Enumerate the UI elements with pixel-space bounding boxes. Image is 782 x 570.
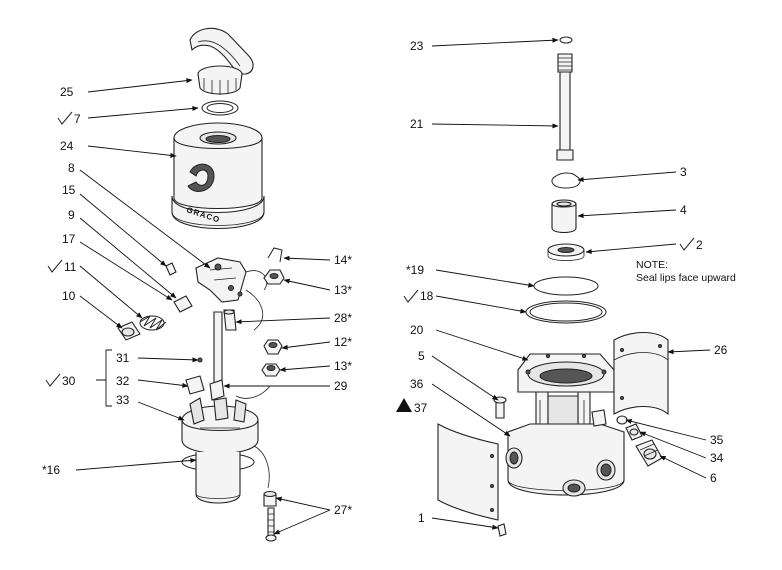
- callout-1: 1: [418, 511, 425, 525]
- callout-17: 17: [62, 232, 76, 246]
- callout-4: 4: [680, 203, 687, 217]
- callout-14: 14*: [334, 253, 352, 267]
- callout-11: 11: [64, 260, 77, 274]
- triangle-warning-icon: [396, 398, 412, 412]
- screw-part-5: [493, 396, 507, 419]
- callout-24: 24: [60, 139, 74, 153]
- callout-8: 8: [68, 161, 75, 175]
- nut-part-13-lower: [261, 363, 281, 377]
- callout-29: 29: [334, 379, 348, 393]
- shield-part-26: [613, 331, 669, 416]
- check-mark-icon: [45, 373, 61, 387]
- check-mark-icon: [47, 259, 63, 273]
- callout-34: 34: [710, 451, 724, 465]
- assembly-guide-lines-left: [235, 289, 271, 489]
- pivot-bracket-assembly: [165, 257, 268, 313]
- snap-ring-part-3: [551, 172, 581, 189]
- callout-10: 10: [62, 289, 76, 303]
- nut-part-12: [263, 339, 283, 355]
- check-mark-icon: [679, 237, 695, 251]
- callout-32: 32: [116, 374, 130, 388]
- callout-labels: 25 7 24 8 15 9 17 11 10 14* 13* 28* 12* …: [42, 39, 728, 525]
- shaft-part-21: [556, 53, 574, 161]
- pump-base-part-33: [181, 397, 259, 454]
- callout-9: 9: [68, 208, 75, 222]
- housing-part-20: [505, 353, 625, 497]
- check-mark-icon: [57, 111, 73, 125]
- bolt-part-27: [263, 490, 277, 542]
- callout-21: 21: [410, 117, 424, 131]
- callout-25: 25: [60, 85, 74, 99]
- callout-35: 35: [710, 433, 724, 447]
- plug-part-10: [117, 321, 141, 341]
- callout-12: 12*: [334, 335, 352, 349]
- o-ring-part-18: [525, 300, 607, 324]
- sleeve-part-4: [551, 199, 577, 234]
- leader-lines: [75, 37, 711, 535]
- reservoir-cover-part: GRACO: [171, 122, 265, 230]
- arm-parts-29-32: [185, 357, 225, 401]
- o-ring-part-7: [201, 100, 239, 116]
- nut-part-13-upper: [263, 269, 285, 285]
- check-mark-icon: [403, 289, 419, 303]
- callout-6: 6: [710, 471, 717, 485]
- shield-part-37: [437, 423, 499, 521]
- callout-26: 26: [714, 343, 728, 357]
- callout-5: 5: [418, 349, 425, 363]
- callout-19: *19: [406, 263, 424, 277]
- note-title: NOTE:: [636, 259, 668, 271]
- callout-30: 30: [62, 374, 76, 388]
- callout-7: 7: [74, 112, 81, 126]
- callout-28: 28*: [334, 311, 352, 325]
- note-body: Seal lips face upward: [636, 272, 736, 284]
- callout-33: 33: [116, 393, 130, 407]
- o-ring-part-19: [533, 276, 599, 296]
- fitting-part-34: [625, 423, 643, 441]
- fitting-part-6: [635, 439, 663, 467]
- kit-symbols: [45, 111, 695, 412]
- graco-logo-icon: [187, 163, 215, 192]
- seal-part-2: [547, 243, 585, 261]
- rod-part-28: [213, 309, 237, 397]
- callout-16: *16: [42, 463, 60, 477]
- handle-cap-part: [189, 27, 254, 95]
- callout-31: 31: [116, 351, 130, 365]
- callout-15: 15: [62, 183, 76, 197]
- note-block: NOTE: Seal lips face upward: [636, 259, 736, 284]
- callout-37: 37: [414, 401, 428, 415]
- cylinder-part-16: [181, 452, 255, 504]
- callout-36: 36: [410, 377, 424, 391]
- wire-clip-part-14: [267, 247, 283, 263]
- callout-27: 27*: [334, 503, 352, 517]
- callout-18: 18: [420, 289, 434, 303]
- callout-13-upper: 13*: [334, 283, 352, 297]
- callout-23: 23: [410, 39, 424, 53]
- callout-13-lower: 13*: [334, 359, 352, 373]
- screw-part-1: [497, 523, 507, 537]
- fitting-part-35: [616, 415, 628, 425]
- callout-2: 2: [696, 238, 703, 252]
- ring-part-23: [559, 36, 573, 44]
- callout-20: 20: [410, 323, 424, 337]
- callout-3: 3: [680, 165, 687, 179]
- spring-part-11: [139, 315, 167, 331]
